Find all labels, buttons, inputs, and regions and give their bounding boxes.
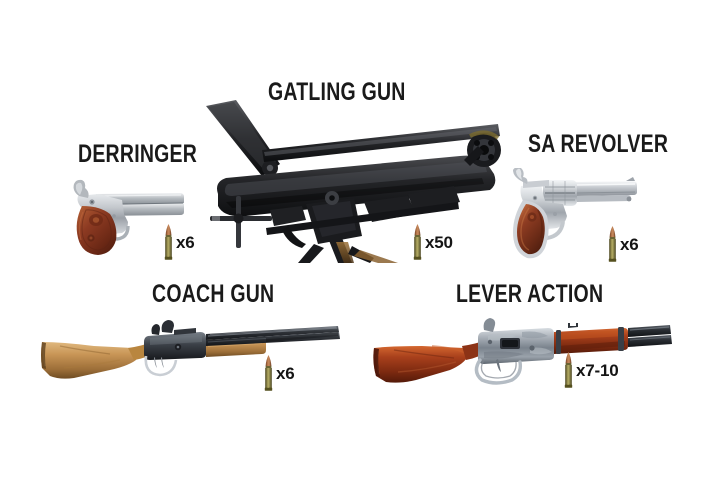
ammo-counter-lever-action: x7-10: [563, 352, 619, 388]
ammo-counter-sa-revolver: x6: [607, 226, 639, 262]
ammo-count-lever-action: x7-10: [576, 360, 619, 380]
rifle-cartridge-icon: [412, 224, 423, 260]
gatling-gun-illustration: [202, 98, 502, 263]
firearm-label-coach-gun: COACH GUN: [152, 280, 275, 308]
derringer-illustration: [62, 176, 192, 256]
firearm-label-derringer: DERRINGER: [78, 140, 198, 168]
ammo-count-gatling-gun: x50: [425, 232, 453, 252]
ammo-count-coach-gun: x6: [276, 363, 295, 383]
lever-action-rifle-illustration: [372, 310, 672, 390]
ammo-count-derringer: x6: [176, 232, 195, 252]
rifle-cartridge-icon: [163, 224, 174, 260]
firearm-label-lever-action: LEVER ACTION: [456, 280, 604, 308]
firearm-label-sa-revolver: SA REVOLVER: [528, 130, 669, 158]
rifle-cartridge-icon: [607, 226, 618, 262]
firearm-label-gatling-gun: GATLING GUN: [268, 78, 406, 106]
ammo-count-sa-revolver: x6: [620, 234, 639, 254]
ammo-counter-derringer: x6: [163, 224, 195, 260]
rifle-cartridge-icon: [563, 352, 574, 388]
coach-gun-illustration: [40, 312, 340, 390]
ammo-counter-gatling-gun: x50: [412, 224, 453, 260]
ammo-counter-coach-gun: x6: [263, 355, 295, 391]
rifle-cartridge-icon: [263, 355, 274, 391]
single-action-revolver-illustration: [505, 168, 645, 260]
